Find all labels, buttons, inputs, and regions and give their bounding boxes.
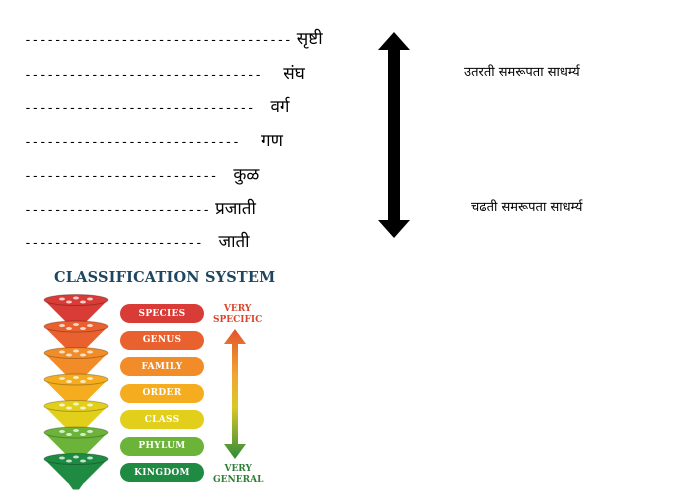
rank-dashes: -------------------------------- (24, 68, 262, 83)
rank-label: जाती (218, 232, 250, 252)
rank-dashes: ------------------------------------ (24, 33, 292, 48)
rank-label: सृष्टी (296, 29, 323, 49)
very-specific-label: VERY SPECIFIC (213, 304, 262, 326)
rank-dashes: ------------------------ (24, 236, 203, 251)
descending-note: उतरती समरूपता साधर्म्य (464, 65, 580, 80)
rank-dashes: ----------------------------- (24, 135, 240, 150)
level-pill-species: SPECIES (120, 304, 204, 323)
level-pill-family: FAMILY (120, 357, 204, 376)
funnel-layer (43, 294, 109, 324)
gradient-double-arrow-icon (224, 329, 246, 459)
very-specific-line2: SPECIFIC (213, 315, 263, 325)
infographic-title: CLASSIFICATION SYSTEM (54, 269, 276, 286)
rank-row: -------------------------------- संघ (24, 61, 305, 84)
very-general-line1: VERY (224, 464, 252, 474)
rank-label: संघ (283, 64, 305, 84)
rank-dashes: -------------------------- (24, 169, 218, 184)
level-pill-phylum: PHYLUM (120, 436, 204, 456)
very-general-label: VERY GENERAL (213, 464, 263, 486)
rank-label: प्रजाती (215, 199, 256, 219)
level-pill-class: CLASS (120, 410, 204, 429)
rank-row: -------------------------- कुळ (24, 162, 259, 185)
rank-label: वर्ग (270, 97, 290, 117)
rank-row: ------------------------ जाती (24, 229, 250, 252)
funnel-stack-graphic (43, 294, 109, 490)
funnel-layer (43, 320, 109, 351)
funnel-layer (43, 400, 109, 430)
rank-row: ------------------------------- वर्ग (24, 94, 289, 117)
funnel-layer (43, 347, 109, 377)
funnel-layer (43, 373, 109, 404)
level-pill-order: ORDER (120, 383, 204, 403)
very-general-line2: GENERAL (213, 475, 264, 485)
level-pill-genus: GENUS (120, 330, 204, 350)
rank-row: ------------------------- प्रजाती (24, 196, 256, 219)
level-pill-kingdom: KINGDOM (120, 463, 204, 482)
rank-row: ------------------------------------ सृष… (24, 26, 323, 49)
funnel-layer (43, 426, 109, 457)
funnel-layer (43, 453, 109, 483)
double-arrow-icon (378, 32, 410, 238)
funnel-spout (68, 482, 84, 490)
rank-row: ----------------------------- गण (24, 128, 283, 151)
rank-label: गण (261, 131, 283, 151)
rank-label: कुळ (233, 165, 260, 185)
rank-dashes: ------------------------------- (24, 101, 255, 116)
rank-dashes: ------------------------- (24, 203, 210, 218)
very-specific-line1: VERY (223, 304, 252, 314)
ascending-note: चढती समरूपता साधर्म्य (471, 200, 583, 215)
